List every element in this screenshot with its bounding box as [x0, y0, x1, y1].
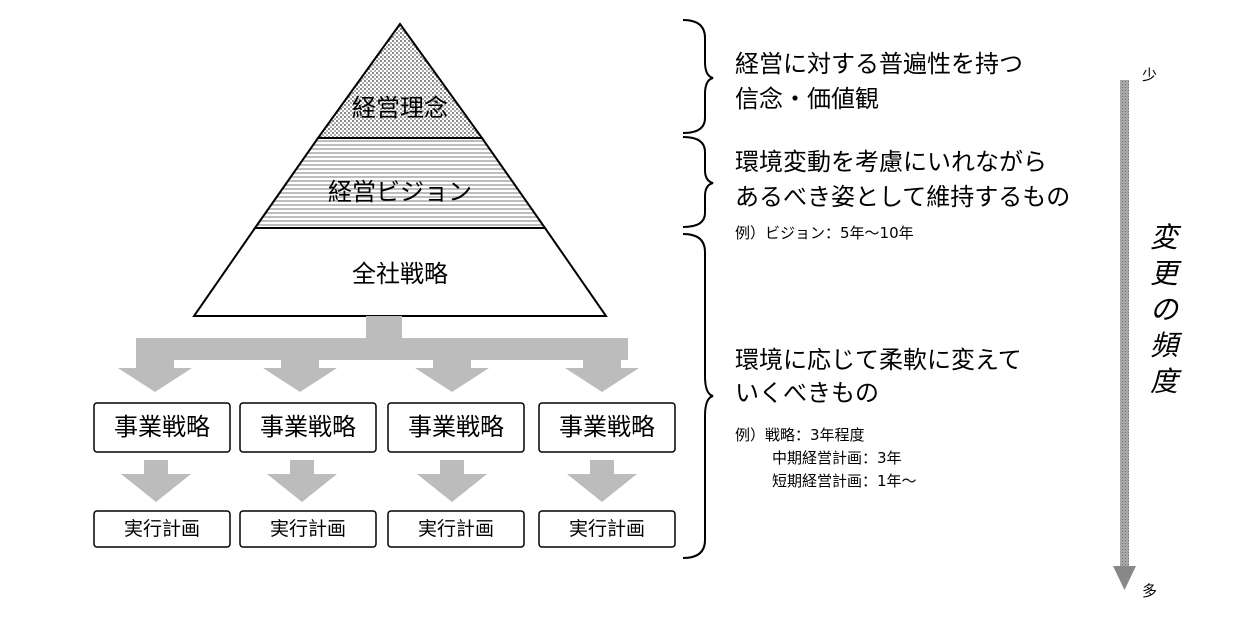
- action-plan-label: 実行計画: [123, 518, 200, 540]
- business-strategy-box: [93, 402, 231, 453]
- pyramid-top-label: 経営理念: [352, 94, 448, 122]
- action-plan-box: [93, 510, 231, 548]
- philosophy-description-line2: 信念・価値観: [735, 85, 879, 113]
- action-plan-box: [239, 510, 377, 548]
- strategy-example-line1: 例）戦略：3年程度: [735, 426, 865, 444]
- business-strategy-boxes: [93, 402, 676, 453]
- frequency-arrowhead: [1113, 566, 1136, 590]
- business-strategy-label: 事業戦略: [559, 413, 655, 441]
- action-plan-boxes: [93, 510, 676, 548]
- frequency-bar: [1120, 80, 1129, 568]
- business-strategy-box: [538, 402, 676, 453]
- frequency-label-char: の: [1150, 293, 1179, 326]
- vision-description-line1: 環境変動を考慮にいれながら: [735, 148, 1047, 176]
- strategy-example-line2: 中期経営計画：3年: [772, 449, 902, 467]
- frequency-low-label: 少: [1142, 66, 1158, 84]
- brace-strategy: [682, 233, 714, 559]
- pyramid-base-label: 全社戦略: [352, 260, 448, 288]
- frequency-label-char: 更: [1150, 257, 1179, 290]
- action-plan-box: [387, 510, 525, 548]
- business-strategy-label: 事業戦略: [114, 413, 210, 441]
- frequency-label-char: 変: [1150, 221, 1179, 254]
- vision-example: 例）ビジョン：5年～10年: [735, 224, 914, 242]
- business-strategy-label: 事業戦略: [260, 413, 356, 441]
- philosophy-description-line1: 経営に対する普遍性を持つ: [735, 50, 1023, 78]
- action-plan-label: 実行計画: [269, 518, 346, 540]
- business-strategy-box: [239, 402, 377, 453]
- brace-vision: [682, 136, 714, 228]
- action-plan-label: 実行計画: [568, 518, 645, 540]
- strategy-description-line1: 環境に応じて柔軟に変えて: [735, 346, 1022, 374]
- frequency-high-label: 多: [1142, 582, 1158, 600]
- pyramid-base-layer: [192, 227, 608, 317]
- action-plan-box: [538, 510, 676, 548]
- frequency-label-char: 度: [1150, 365, 1179, 398]
- business-strategy-box: [387, 402, 525, 453]
- strategy-example-line3: 短期経営計画：1年～: [772, 472, 917, 490]
- brace-philosophy: [682, 19, 714, 134]
- business-strategy-label: 事業戦略: [408, 413, 504, 441]
- down-arrows: [121, 460, 637, 502]
- action-plan-label: 実行計画: [417, 518, 494, 540]
- frequency-label-char: 頻: [1150, 329, 1179, 362]
- vision-description-line2: あるべき姿として維持するもの: [735, 183, 1071, 211]
- pyramid-middle-label: 経営ビジョン: [328, 178, 472, 206]
- fork-arrow: [118, 316, 639, 392]
- strategy-description-line2: いくべきもの: [735, 379, 879, 407]
